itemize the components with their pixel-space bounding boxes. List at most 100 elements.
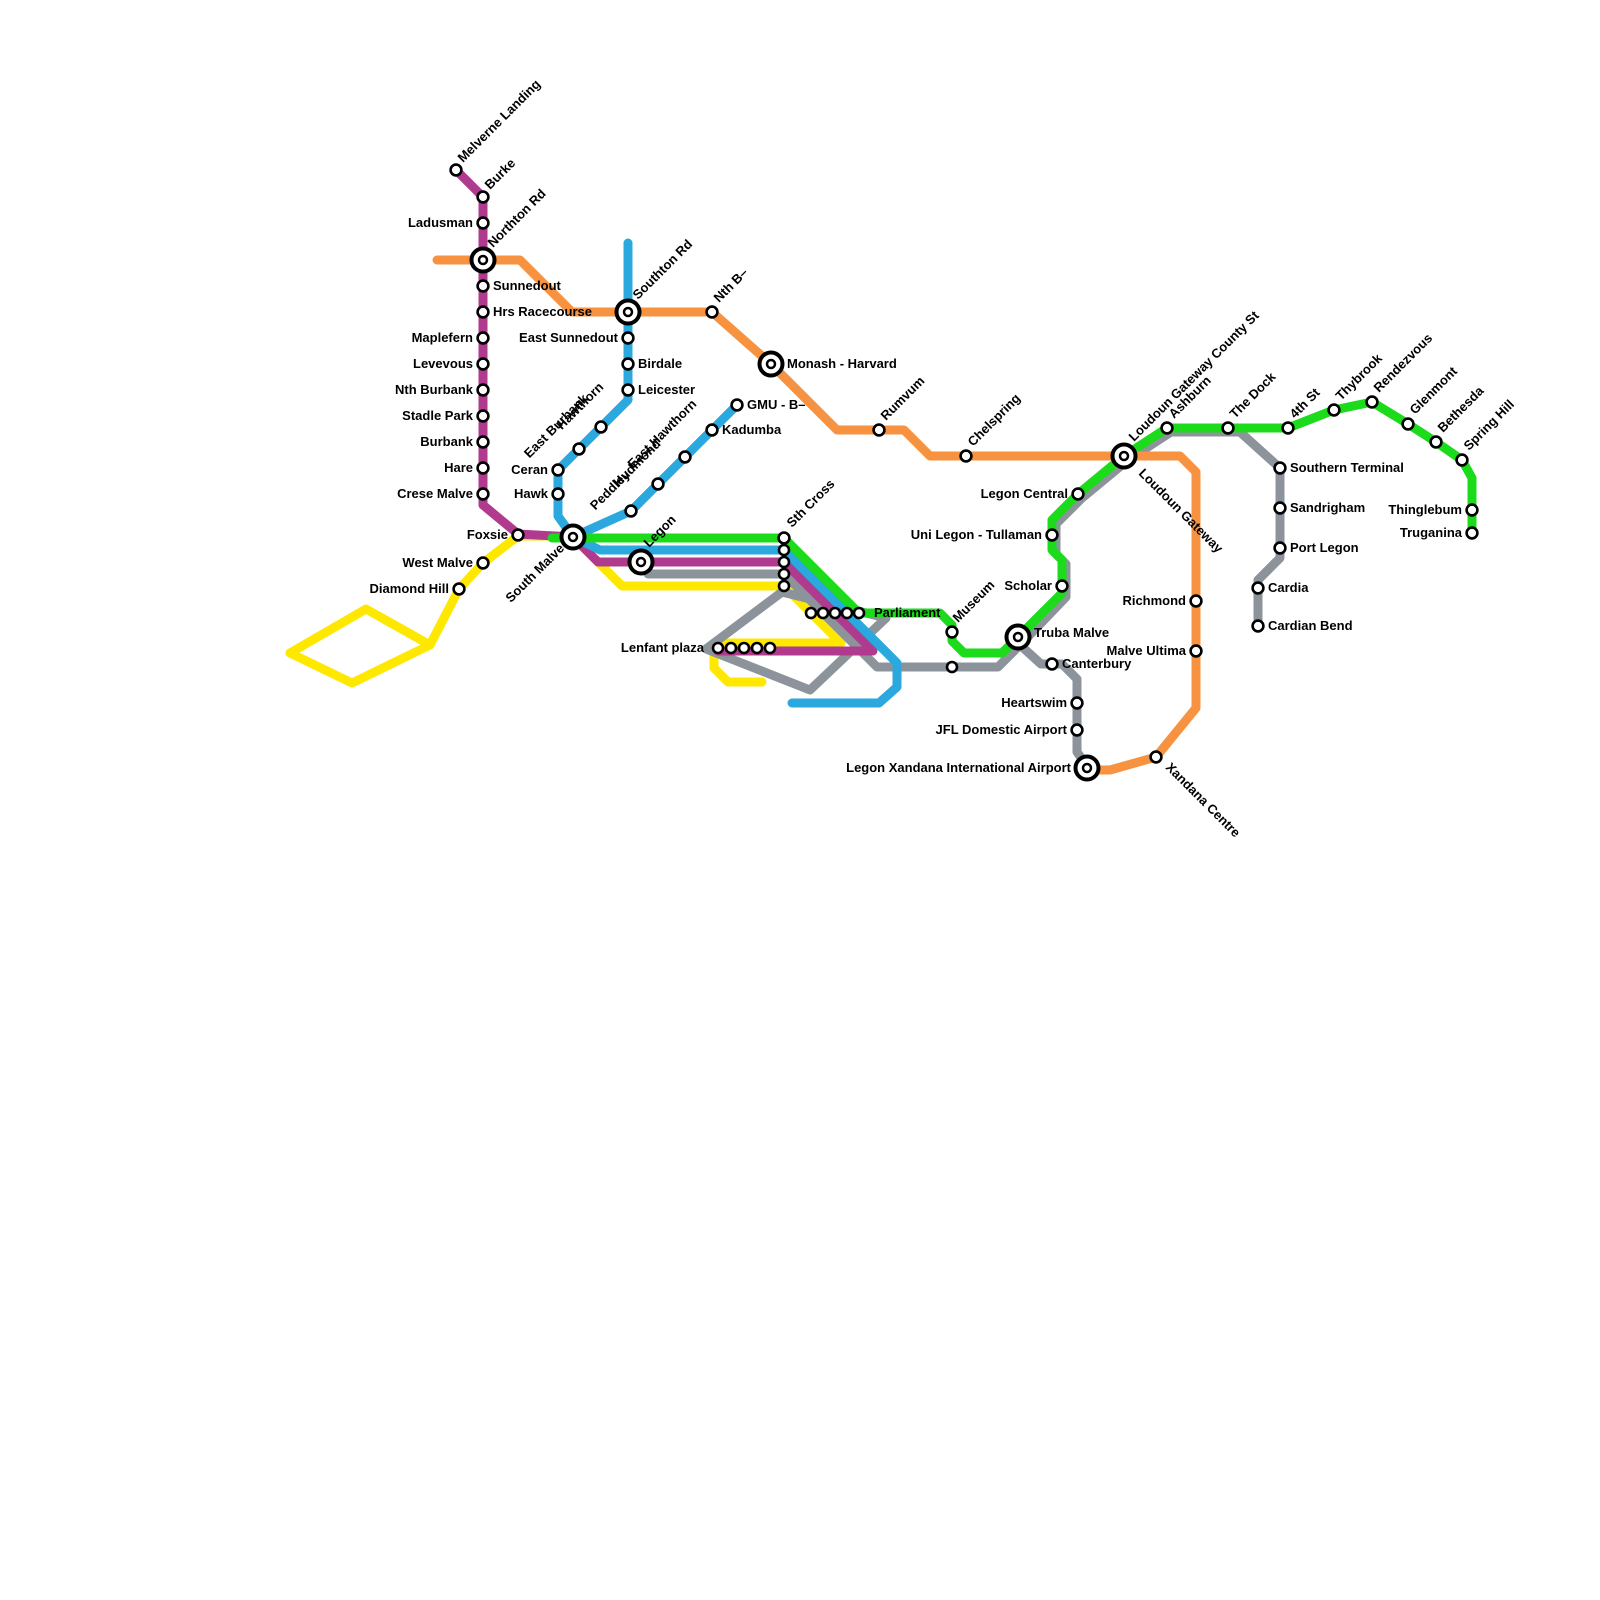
station-dot: [750, 641, 764, 655]
station-label-loudoun-gateway: Loudoun Gateway: [1136, 466, 1227, 557]
interchange-inner-southton-rd: [622, 306, 634, 318]
station-maplefern: [476, 331, 490, 345]
station-chelspring: [959, 449, 973, 463]
station-thybrook: [1327, 403, 1341, 417]
station-dot: [828, 606, 842, 620]
station-burke: [476, 190, 490, 204]
station-label-foxsie: Foxsie: [467, 527, 508, 542]
station-sunnedout: [476, 279, 490, 293]
station-gmu-b: [730, 398, 744, 412]
line-blue-main: [553, 238, 902, 708]
station-label-burbank: Burbank: [420, 434, 474, 449]
station-jfl-domestic-airport: [1070, 723, 1084, 737]
line-magenta-line: [451, 165, 878, 656]
station-sth-cross: [777, 531, 791, 545]
station-east-burbank: [572, 442, 586, 456]
station-east-sunnedout: [621, 331, 635, 345]
station-label-hawk: Hawk: [514, 486, 549, 501]
station-foxsie: [511, 528, 525, 542]
station-label-truba-malve: Truba Malve: [1034, 625, 1109, 640]
station-burbank: [476, 435, 490, 449]
station-ceran: [551, 463, 565, 477]
station-label-parliament: Parliament: [874, 605, 941, 620]
interchange-inner-legon: [635, 556, 647, 568]
station-label-canterbury: Canterbury: [1062, 656, 1132, 671]
interchange-inner-south-malve: [567, 531, 579, 543]
station-cardia: [1251, 581, 1265, 595]
station-label-nth-burbank: Nth Burbank: [395, 382, 474, 397]
station-label-cardia: Cardia: [1268, 580, 1309, 595]
station-west-malve: [476, 556, 490, 570]
station-label-melverne-landing: Melverne Landing: [455, 76, 544, 165]
station-dot: [852, 606, 866, 620]
station-rendezvous: [1365, 395, 1379, 409]
station-label-legon-xandana-international-airport: Legon Xandana International Airport: [846, 760, 1072, 775]
station-label-nth-b: Nth B–: [711, 265, 751, 305]
station-malve-ultima: [1189, 644, 1203, 658]
station-dot: [777, 543, 791, 557]
station-truganina: [1465, 526, 1479, 540]
station-diamond-hill: [452, 582, 466, 596]
station-dot: [763, 641, 777, 655]
station-leicester: [621, 383, 635, 397]
line-yellow-loop: [285, 604, 435, 688]
station-rumvum: [872, 423, 886, 437]
station-kadumba: [705, 423, 719, 437]
station-label-east-sunnedout: East Sunnedout: [519, 330, 619, 345]
station-label-ceran: Ceran: [511, 462, 548, 477]
station-museum: [945, 625, 959, 639]
station-dot: [945, 660, 959, 674]
interchange-inner-northton-rd: [477, 254, 489, 266]
station-ashburn: [1160, 421, 1174, 435]
station-label-thinglebum: Thinglebum: [1388, 502, 1462, 517]
station-label-crese-malve: Crese Malve: [397, 486, 473, 501]
station-label-heartswim: Heartswim: [1001, 695, 1067, 710]
station-label-jfl-domestic-airport: JFL Domestic Airport: [936, 722, 1068, 737]
station-label-kadumba: Kadumba: [722, 422, 782, 437]
station-label-diamond-hill: Diamond Hill: [370, 581, 449, 596]
station-label-west-malve: West Malve: [402, 555, 473, 570]
station-label-levevous: Levevous: [413, 356, 473, 371]
interchange-inner-loudoun-gateway-county-st: [1118, 450, 1130, 462]
station-label-hrs-racecourse: Hrs Racecourse: [493, 304, 592, 319]
line-gray-loop: [701, 587, 891, 695]
station-label-leicester: Leicester: [638, 382, 695, 397]
station-heartswim: [1070, 696, 1084, 710]
station-bethesda: [1429, 435, 1443, 449]
station-thinglebum: [1465, 503, 1479, 517]
station-label-malve-ultima: Malve Ultima: [1107, 643, 1187, 658]
station-xandana-centre: [1149, 750, 1163, 764]
station-dot: [777, 567, 791, 581]
station-dot: [777, 555, 791, 569]
station-label-richmond: Richmond: [1122, 593, 1186, 608]
station-hare: [476, 461, 490, 475]
line-gray-airport-branch: [1015, 640, 1092, 771]
station-peddley: [624, 504, 638, 518]
station-dot: [737, 641, 751, 655]
station-label-peddley: Peddley: [587, 466, 633, 512]
line-blue-gmu-branch: [568, 400, 742, 542]
station-label-truganina: Truganina: [1400, 525, 1463, 540]
station-label-uni-legon-tullaman: Uni Legon - Tullaman: [911, 527, 1042, 542]
station-label-rumvum: Rumvum: [878, 373, 928, 423]
station-hawthorn: [594, 420, 608, 434]
line-yellow-main: [425, 531, 846, 687]
station-label-legon: Legon: [641, 512, 679, 550]
station-crese-malve: [476, 487, 490, 501]
station-label-birdale: Birdale: [638, 356, 682, 371]
station-label-cardian-bend: Cardian Bend: [1268, 618, 1353, 633]
station-sandrigham: [1273, 501, 1287, 515]
station-label-chelspring: Chelspring: [965, 390, 1024, 449]
station-label-southern-terminal: Southern Terminal: [1290, 460, 1404, 475]
station-label-maplefern: Maplefern: [412, 330, 473, 345]
station-dot: [840, 606, 854, 620]
station-label-sandrigham: Sandrigham: [1290, 500, 1365, 515]
station-label-museum: Museum: [950, 577, 998, 625]
station-legon-central: [1071, 487, 1085, 501]
station-ladusman: [476, 216, 490, 230]
station-dot: [724, 641, 738, 655]
station-east-hawthorn: [678, 450, 692, 464]
station-label-legon-central: Legon Central: [981, 486, 1068, 501]
station-label-sunnedout: Sunnedout: [493, 278, 562, 293]
